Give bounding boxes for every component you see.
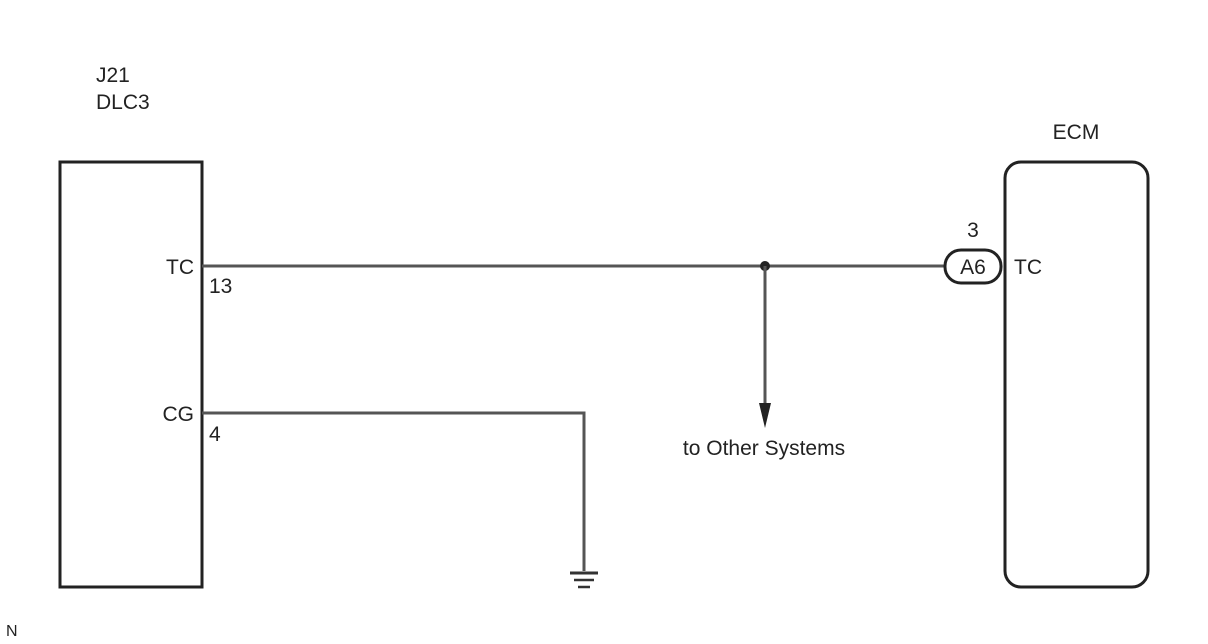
ecm-tc-pin-name: TC bbox=[1014, 256, 1042, 279]
corner-mark: N bbox=[6, 623, 18, 640]
cg-ground-wire bbox=[202, 411, 586, 571]
dlc3-box bbox=[58, 160, 204, 589]
dlc3-component: J21 DLC3 TC 13 CG 4 bbox=[58, 64, 232, 589]
dlc3-code-label: J21 bbox=[96, 64, 130, 87]
ecm-component: ECM 3 A6 TC bbox=[943, 121, 1150, 589]
dlc3-name-label: DLC3 bbox=[96, 91, 150, 114]
ground-symbol-icon bbox=[570, 571, 598, 589]
ecm-box bbox=[1003, 160, 1150, 589]
ecm-name-label: ECM bbox=[1053, 121, 1100, 144]
dlc3-tc-pin-name: TC bbox=[166, 256, 194, 279]
branch-label: to Other Systems bbox=[683, 437, 845, 460]
ecm-pin-number: 3 bbox=[967, 219, 979, 242]
connector-a6-outline bbox=[943, 248, 1003, 285]
dlc3-cg-pin-name: CG bbox=[163, 403, 195, 426]
dlc3-tc-pin-number: 13 bbox=[209, 275, 232, 298]
connector-a6-label: A6 bbox=[960, 256, 986, 279]
dlc3-cg-pin-number: 4 bbox=[209, 423, 221, 446]
branch-arrow-icon bbox=[759, 403, 771, 428]
